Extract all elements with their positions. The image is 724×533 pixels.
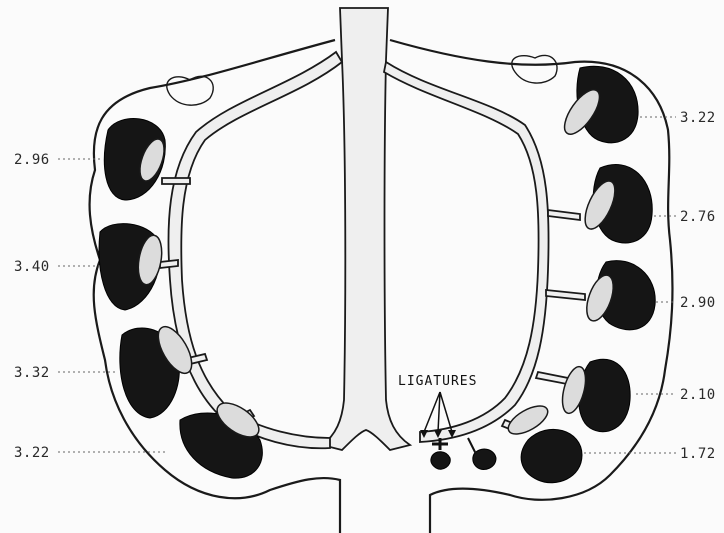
ligature-arrows: [420, 392, 456, 438]
ligated-sites: [431, 438, 496, 470]
left-ovary: [167, 76, 213, 105]
right-connector-1: [548, 210, 580, 220]
left-connector-1: [162, 178, 190, 184]
left-fetus-2: [99, 224, 165, 310]
left-connector-2: [160, 260, 178, 268]
left-weight-4: 3.22: [14, 445, 50, 461]
right-weight-2: 2.76: [680, 209, 716, 225]
right-fetus-3: [581, 261, 655, 330]
right-fetus-2: [579, 165, 652, 243]
right-weight-4: 2.10: [680, 387, 716, 403]
left-fetus-4: [180, 396, 265, 478]
right-weight-1: 3.22: [680, 110, 716, 126]
left-branch-vessel: [168, 52, 342, 448]
left-weight-1: 2.96: [14, 152, 50, 168]
right-weight-3: 2.90: [680, 295, 716, 311]
left-weight-2: 3.40: [14, 259, 50, 275]
left-fetus-1: [104, 119, 169, 200]
right-weight-5: 1.72: [680, 446, 716, 462]
ligatures-label: LIGATURES: [398, 374, 477, 389]
right-fetus-1: [558, 66, 638, 142]
right-fetus-4: [558, 359, 630, 432]
right-ovary: [512, 55, 557, 83]
right-connector-2: [546, 290, 585, 300]
left-weight-3: 3.32: [14, 365, 50, 381]
right-connector-3: [536, 372, 568, 384]
